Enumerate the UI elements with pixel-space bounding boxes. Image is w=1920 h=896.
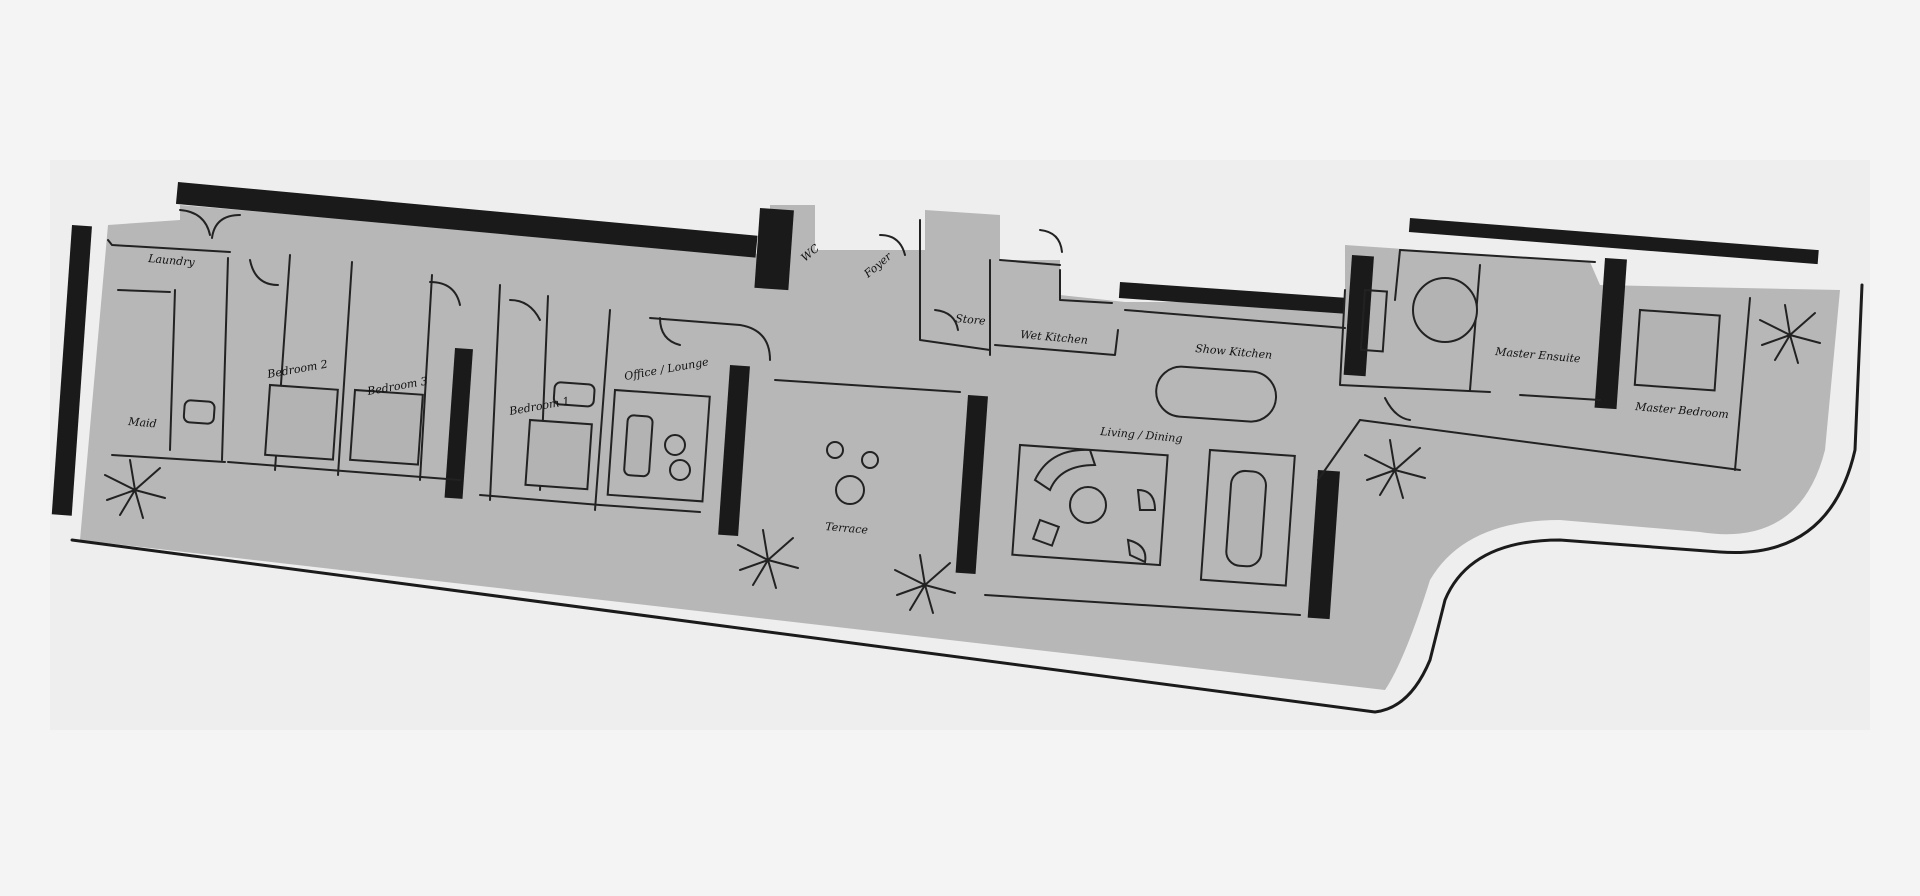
coffee-table xyxy=(1069,486,1107,524)
bed xyxy=(349,388,424,466)
chair xyxy=(861,451,879,469)
living-dining-furniture xyxy=(1011,365,1296,587)
ensuite-furniture xyxy=(1359,277,1478,353)
wall-column-2 xyxy=(718,364,750,536)
bathtub xyxy=(552,381,596,408)
palm-plant-icon xyxy=(894,554,956,614)
kitchen-island xyxy=(1155,365,1278,423)
bed xyxy=(264,383,339,461)
office-furniture xyxy=(606,388,711,503)
door-swing-icon xyxy=(429,281,461,306)
chair xyxy=(826,441,844,459)
door-swing-icon xyxy=(211,214,241,239)
balcony-edge xyxy=(70,283,1864,714)
armchair xyxy=(1136,488,1157,511)
palm-plant-icon xyxy=(1364,439,1426,499)
wall-foyer-block xyxy=(754,207,794,291)
room-label-maid: Maid xyxy=(127,415,157,431)
wall-column-4 xyxy=(1307,470,1340,620)
room-label-wet-kitchen: Wet Kitchen xyxy=(1020,328,1089,347)
room-label-terrace: Terrace xyxy=(825,520,869,537)
foyer-furniture xyxy=(826,441,879,505)
palm-plant-icon xyxy=(104,459,166,519)
furniture-beds xyxy=(182,308,1721,491)
dining-rug xyxy=(1199,448,1296,587)
wall-top-left xyxy=(175,182,758,258)
dining-table xyxy=(1225,469,1267,568)
round-table xyxy=(835,475,865,505)
armchair xyxy=(669,459,691,481)
living-rug xyxy=(1011,443,1169,567)
room-label-store: Store xyxy=(955,312,987,328)
armchair xyxy=(664,434,686,456)
wall-column-6 xyxy=(1594,258,1627,410)
floor-slab xyxy=(80,205,1840,690)
wall-top-mid xyxy=(1118,282,1345,314)
round-bathtub xyxy=(1412,277,1478,343)
bed xyxy=(524,418,593,491)
palm-plant-icon xyxy=(1759,304,1821,364)
door-swing-icon xyxy=(249,259,279,286)
door-swing-icons xyxy=(179,209,1411,421)
interior-partitions xyxy=(107,219,1751,616)
wall-column-5 xyxy=(1343,255,1374,377)
door-swing-icon xyxy=(879,234,906,256)
curved-sofa xyxy=(1033,448,1097,492)
door-swing-icon xyxy=(179,209,211,236)
wall-column-3 xyxy=(955,395,988,574)
rug xyxy=(606,388,711,503)
wall-left-end xyxy=(51,225,92,516)
armchair xyxy=(1126,538,1147,564)
wall-top-right xyxy=(1408,217,1819,265)
door-swing-icon xyxy=(934,309,959,331)
door-swing-icon xyxy=(509,299,541,321)
sofa xyxy=(623,414,654,478)
vanity xyxy=(1359,288,1389,353)
ottoman xyxy=(1031,518,1061,547)
wall-column-1 xyxy=(444,348,473,499)
room-label-laundry: Laundry xyxy=(147,252,196,269)
door-swing-icon xyxy=(659,317,681,346)
bed xyxy=(1633,308,1721,392)
palm-plant-icons xyxy=(104,304,1821,614)
door-swing-icon xyxy=(1384,397,1411,421)
palm-plant-icon xyxy=(737,529,799,589)
door-swing-icon xyxy=(1039,229,1063,253)
bathtub xyxy=(182,399,216,425)
